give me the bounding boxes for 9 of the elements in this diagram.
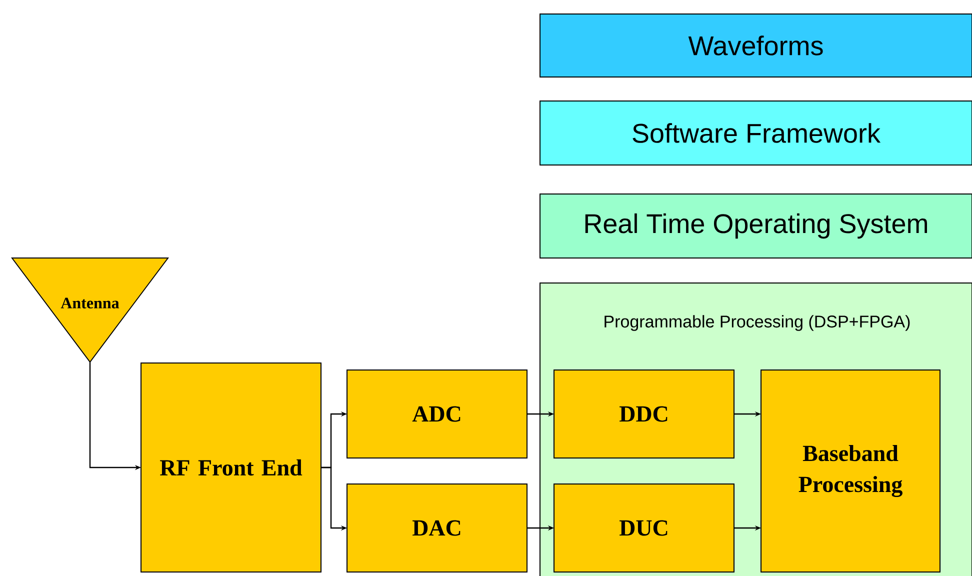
process-block: DAC (346, 484, 528, 572)
process-block: DUC (554, 484, 734, 572)
process-block: RF Front End (140, 362, 322, 572)
process-block: ADC (346, 370, 528, 458)
process-block: DDC (554, 370, 734, 458)
layer-box: Real Time Operating System (540, 194, 972, 258)
process-block: Baseband Processing (760, 370, 940, 572)
layer-box: Waveforms (540, 14, 972, 78)
layer-box: Software Framework (540, 100, 972, 166)
